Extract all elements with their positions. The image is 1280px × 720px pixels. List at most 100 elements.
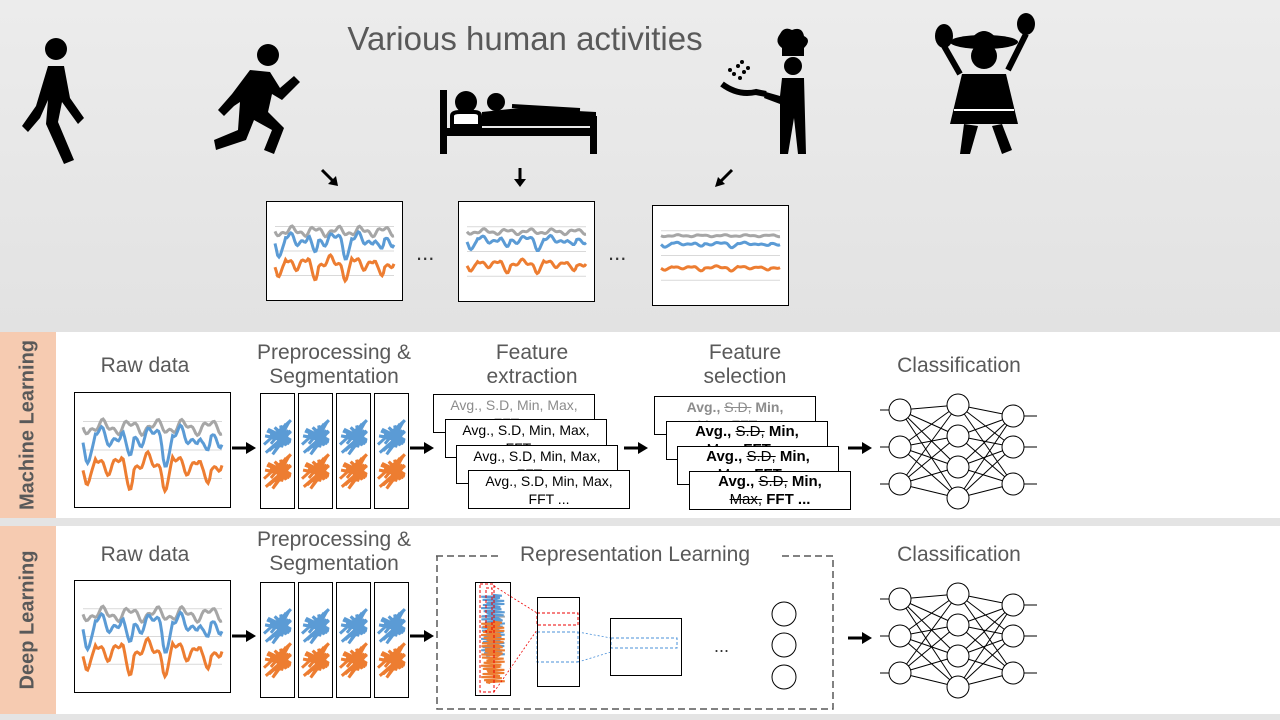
- cooking-chef-icon: [720, 28, 808, 154]
- flow-arrow: [848, 442, 872, 454]
- nn-node: [888, 472, 912, 496]
- running-person-icon: [214, 44, 300, 154]
- neural-network-diagram: [880, 582, 1037, 699]
- nn-node: [1001, 435, 1025, 459]
- preprocessing-label: Preprocessing &Segmentation: [256, 341, 412, 388]
- nn-edge: [899, 404, 959, 448]
- activities-panel: [0, 0, 1280, 332]
- input-segment: [475, 582, 511, 696]
- nn-edge: [957, 415, 1014, 499]
- nn-node: [946, 486, 970, 510]
- nn-node: [946, 424, 970, 448]
- sleeping-in-bed-icon: [440, 90, 597, 154]
- nn-node: [946, 613, 970, 637]
- nn-edge: [899, 435, 959, 485]
- signal-line: [465, 233, 587, 252]
- segment-window: [374, 582, 409, 698]
- nn-edge: [957, 624, 1014, 674]
- nn-edge: [899, 409, 959, 468]
- nn-edge: [899, 404, 959, 485]
- nn-node: [946, 644, 970, 668]
- signal-line: [481, 620, 505, 685]
- dancing-person-icon: [935, 13, 1035, 154]
- nn-node: [1001, 404, 1025, 428]
- nn-edge: [957, 415, 1014, 468]
- signal-line: [300, 419, 330, 456]
- signal-plot-running: [266, 201, 403, 301]
- signal-line: [300, 453, 330, 490]
- raw-data-plot: [74, 392, 231, 508]
- nn-edge: [899, 635, 959, 688]
- nn-node: [1001, 593, 1025, 617]
- flow-arrow: [232, 630, 256, 642]
- machine-learning-label: Machine Learning: [0, 332, 56, 518]
- flow-arrow: [232, 442, 256, 454]
- flow-arrow: [410, 630, 434, 642]
- page-title: Various human activities: [347, 20, 703, 57]
- signal-line: [300, 642, 330, 679]
- feature-selection-card: Avg., S.D, Min,Max, FFT ...: [689, 471, 851, 510]
- nn-node: [888, 661, 912, 685]
- flow-arrow: [624, 442, 648, 454]
- signal-line: [81, 636, 224, 680]
- representation-learning-box: [436, 555, 834, 710]
- ellipsis: ...: [608, 240, 627, 265]
- feature-map-1: [537, 597, 580, 687]
- nn-edge: [899, 409, 959, 499]
- representation-learning-label: Representation Learning: [504, 543, 766, 567]
- segment-window: [374, 393, 409, 509]
- nn-node: [1001, 624, 1025, 648]
- dense-layer-nodes: [771, 601, 797, 690]
- signal-line: [338, 642, 368, 679]
- icon-to-plot-arrow: [514, 168, 526, 187]
- raw-data-label: Raw data: [100, 543, 190, 566]
- signal-line: [81, 417, 223, 438]
- nn-edge: [899, 598, 959, 688]
- signal-line: [376, 608, 406, 645]
- nn-edge: [957, 404, 1014, 485]
- signal-line: [660, 264, 781, 273]
- signal-line: [338, 453, 368, 490]
- nn-node: [888, 398, 912, 422]
- signal-line: [273, 229, 396, 261]
- deep-learning-label: Deep Learning: [0, 526, 56, 714]
- nn-node: [1001, 661, 1025, 685]
- walking-person-icon: [22, 38, 84, 164]
- signal-line: [376, 642, 406, 679]
- nn-node: [888, 587, 912, 611]
- segment-window: [260, 582, 295, 698]
- segment-window: [260, 393, 295, 509]
- feature-extraction-card: Avg., S.D, Min, Max,FFT ...: [468, 470, 630, 509]
- segment-window: [336, 393, 371, 509]
- signal-line: [262, 419, 292, 456]
- classification-label: Classification: [897, 543, 1021, 566]
- nn-edge: [957, 435, 1014, 485]
- nn-node: [946, 675, 970, 699]
- nn-edge: [899, 593, 959, 637]
- nn-edge: [957, 593, 1014, 674]
- signal-plot-cooking: [652, 205, 789, 306]
- nn-node: [888, 624, 912, 648]
- raw-data-plot: [74, 580, 231, 693]
- nn-node: [946, 393, 970, 417]
- signal-line: [660, 240, 781, 250]
- raw-data-label: Raw data: [100, 354, 190, 377]
- icon-to-plot-arrow: [715, 168, 734, 187]
- signal-line: [262, 453, 292, 490]
- flow-arrow: [410, 442, 434, 454]
- nn-node: [946, 455, 970, 479]
- nn-edge: [899, 598, 959, 657]
- nn-edge: [957, 446, 1014, 499]
- signal-plot-sleeping: [458, 201, 595, 302]
- signal-line: [81, 610, 224, 654]
- signal-line: [300, 608, 330, 645]
- signal-line: [262, 608, 292, 645]
- signal-line: [262, 642, 292, 679]
- signal-line: [465, 227, 587, 237]
- conv-kernel-overlay: [479, 583, 678, 693]
- ellipsis: ...: [416, 240, 435, 265]
- nn-edge: [957, 604, 1014, 688]
- signal-line: [376, 419, 406, 456]
- segment-window: [336, 582, 371, 698]
- signal-line: [81, 449, 224, 495]
